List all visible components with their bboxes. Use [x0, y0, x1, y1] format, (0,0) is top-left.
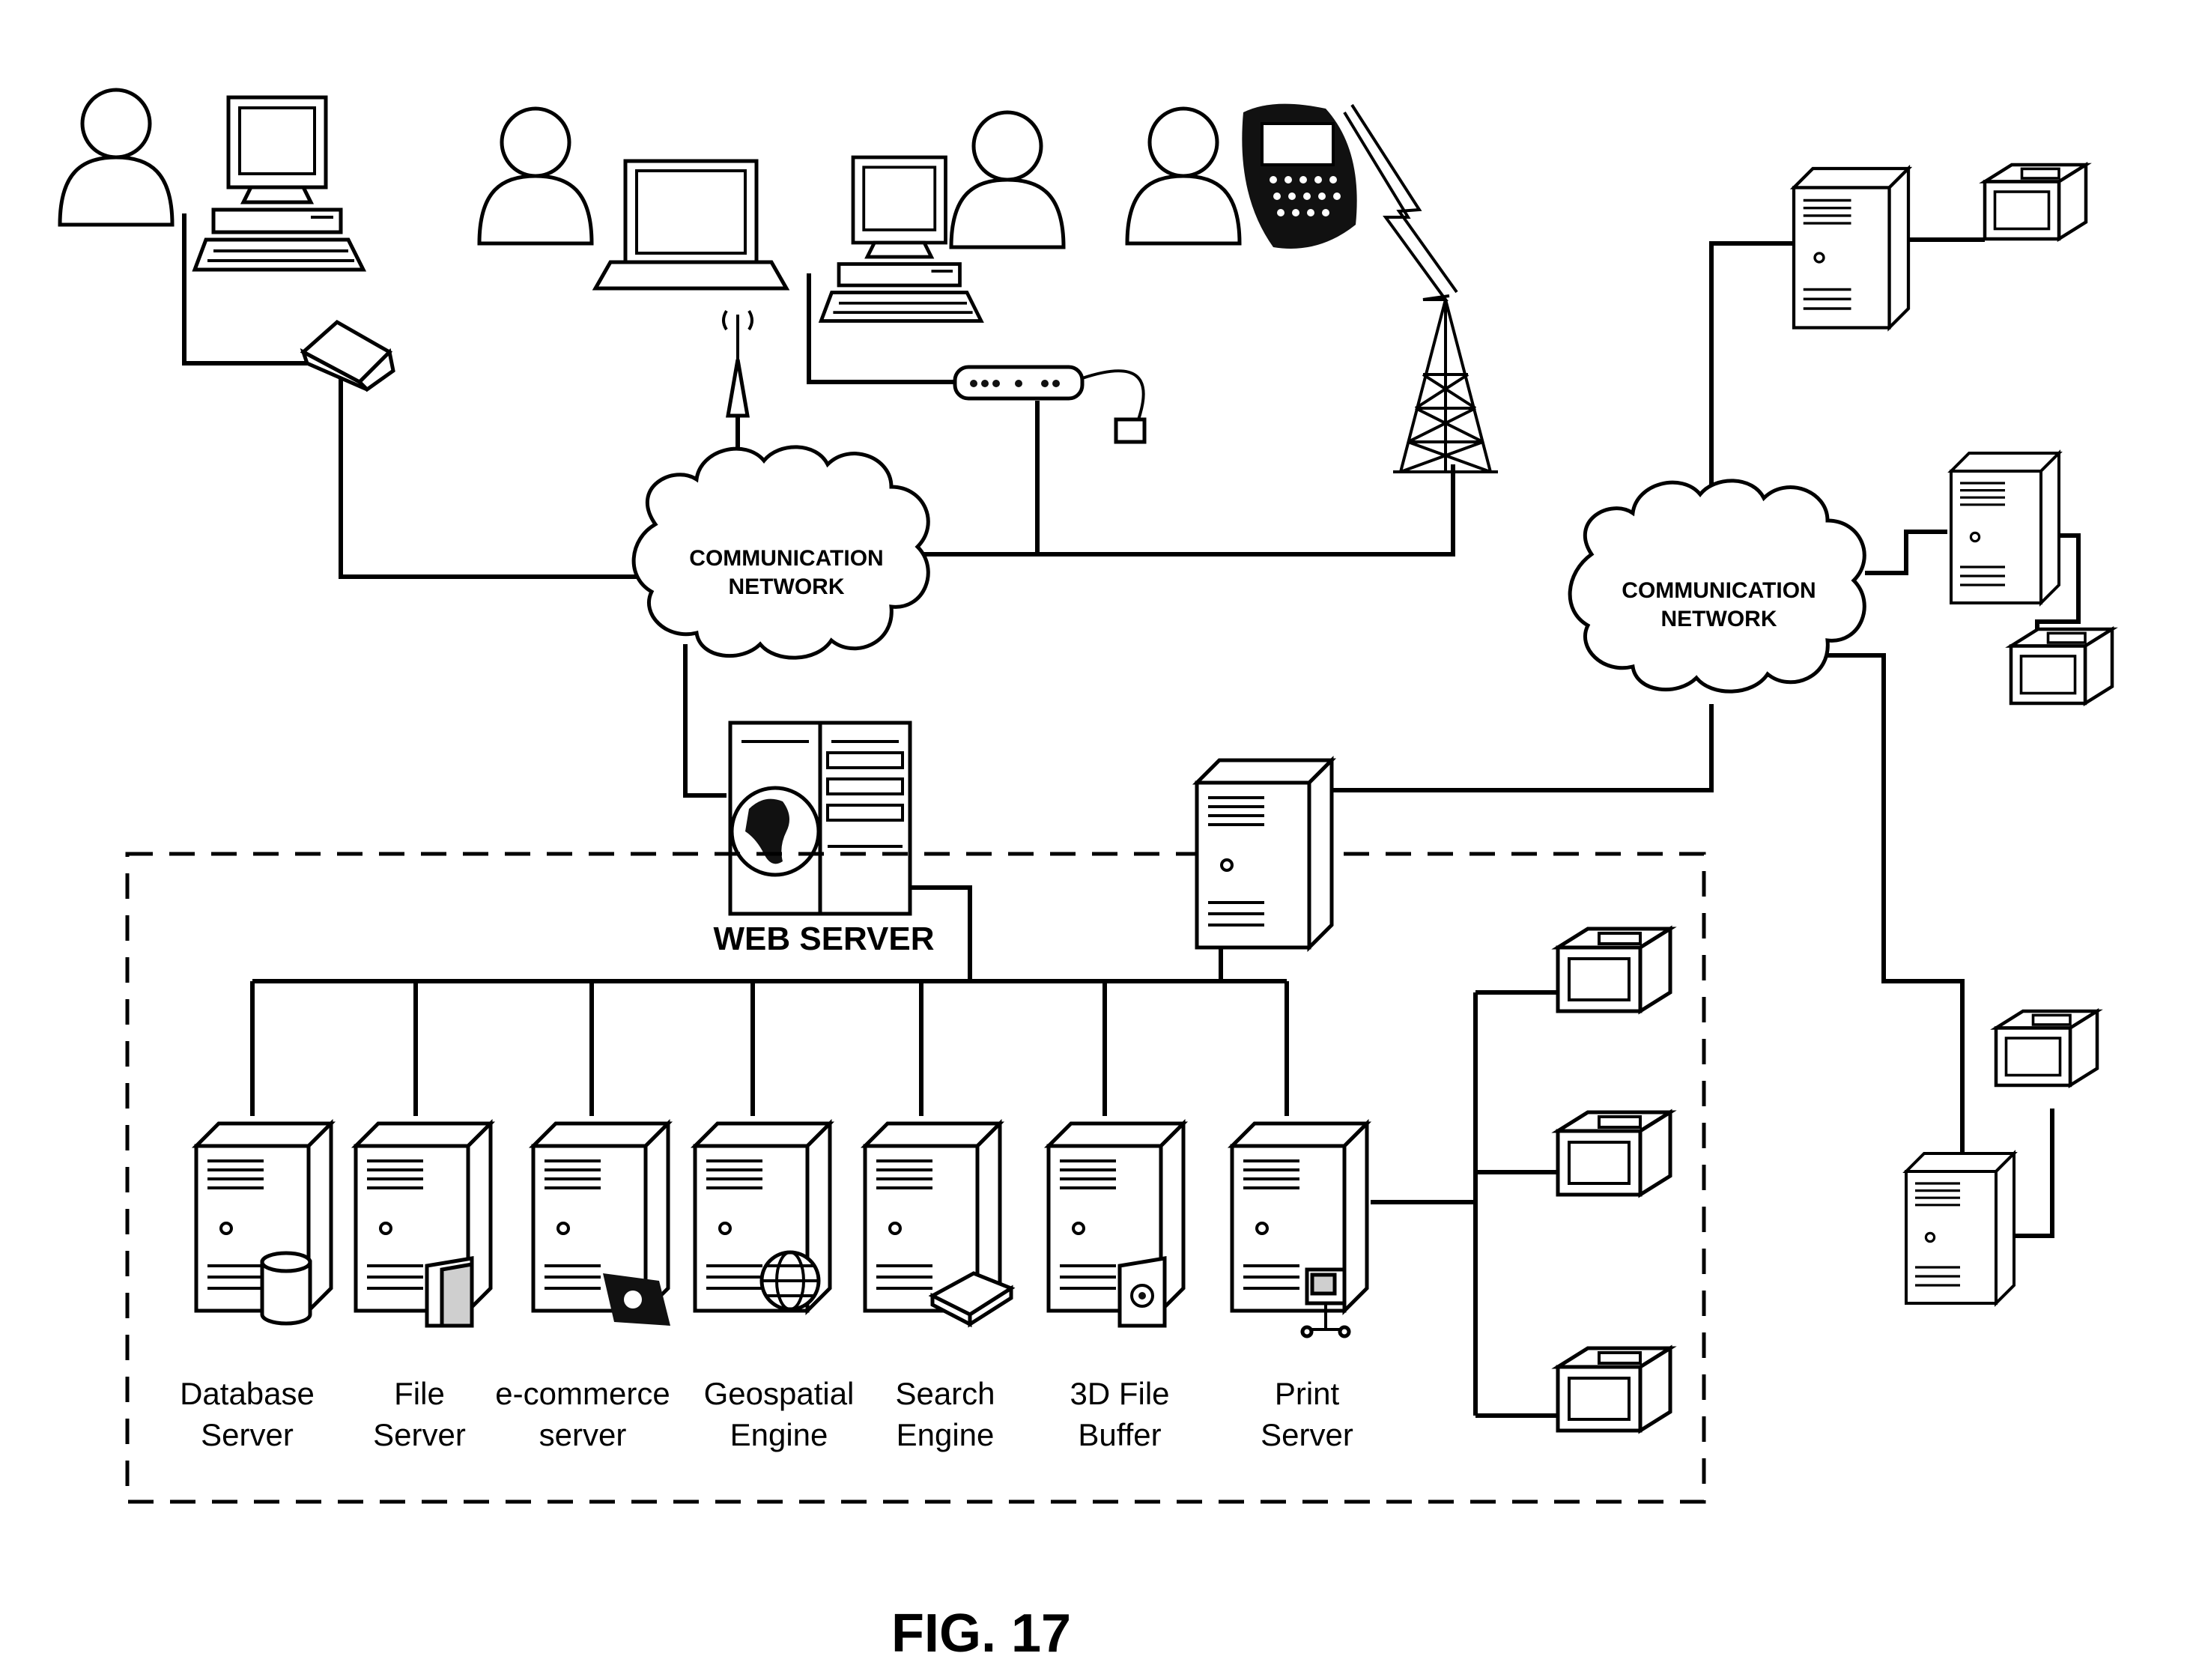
remote-server-icon	[1794, 169, 1908, 328]
server-label-line2: Server	[373, 1417, 466, 1452]
server-label-line2: Server	[1261, 1417, 1353, 1452]
network-printer-icon	[1300, 1267, 1351, 1338]
server-label-line1: Print	[1275, 1376, 1340, 1411]
laptop-icon	[592, 159, 790, 291]
network-label-line1: COMMUNICATION	[689, 546, 883, 571]
printer-icon	[1996, 1011, 2097, 1085]
communication-network-cloud-right: COMMUNICATION NETWORK	[1568, 479, 1866, 694]
server-label-line1: Database	[180, 1376, 315, 1411]
server-label-line2: Buffer	[1078, 1417, 1161, 1452]
remote-server-icon	[1951, 453, 2059, 603]
server-row	[196, 1123, 1367, 1338]
wireless-signal-icon	[1343, 103, 1458, 301]
modem-icon	[953, 365, 1147, 444]
printer-icon	[2011, 629, 2112, 703]
figure-label: FIG. 17	[891, 1604, 1071, 1664]
gateway-server-icon	[1197, 760, 1332, 947]
payment-card-icon	[603, 1273, 670, 1326]
server-label-line1: e-commerce	[495, 1376, 670, 1411]
user-icon	[479, 109, 592, 243]
remote-server-icon	[1906, 1153, 2014, 1303]
folder-icon	[425, 1256, 474, 1328]
print-server	[1232, 1123, 1367, 1338]
server-label-line2: server	[539, 1417, 627, 1452]
globe-icon	[759, 1250, 821, 1311]
locked-folder-icon	[1117, 1256, 1167, 1328]
network-label-line2: NETWORK	[1661, 607, 1777, 631]
server-label-line1: File	[394, 1376, 445, 1411]
file-server	[356, 1123, 491, 1328]
server-labels: Database Server File Server e-commerce s…	[180, 1376, 1353, 1452]
wireless-antenna-icon	[722, 309, 753, 418]
communication-network-cloud-left: COMMUNICATION NETWORK	[631, 445, 930, 660]
server-label-line2: Server	[201, 1417, 294, 1452]
desktop-computer-icon	[195, 97, 363, 270]
printer-icon	[1558, 1112, 1670, 1195]
network-label-line1: COMMUNICATION	[1622, 578, 1816, 603]
server-label-line2: Engine	[897, 1417, 995, 1452]
server-farm-boundary	[125, 852, 1706, 1504]
server-label-line1: Geospatial	[704, 1376, 855, 1411]
search-engine	[865, 1123, 1016, 1328]
server-label-line2: Engine	[730, 1417, 828, 1452]
scanner-icon	[928, 1271, 1016, 1328]
server-label-line1: 3D File	[1070, 1376, 1169, 1411]
printer-icon	[1985, 165, 2086, 239]
geospatial-engine	[695, 1123, 830, 1311]
printer-icon	[1558, 929, 1670, 1011]
web-server-label: WEB SERVER	[713, 921, 934, 957]
user-icon	[951, 112, 1064, 247]
ecommerce-server	[533, 1123, 670, 1326]
database-icon	[260, 1251, 312, 1326]
top-devices	[60, 90, 1498, 473]
connection-lines	[182, 213, 2081, 1418]
globe-icon	[730, 786, 821, 877]
user-icon	[60, 90, 172, 225]
database-server	[196, 1123, 331, 1326]
cell-tower-icon	[1393, 299, 1498, 473]
3d-file-buffer	[1049, 1123, 1183, 1328]
web-server: WEB SERVER	[713, 721, 935, 957]
user-icon	[1127, 109, 1240, 243]
network-label-line2: NETWORK	[729, 574, 845, 599]
router-icon	[300, 319, 395, 392]
server-label-line1: Search	[895, 1376, 995, 1411]
smartphone-icon	[1242, 103, 1357, 249]
printer-icon	[1558, 1348, 1670, 1431]
